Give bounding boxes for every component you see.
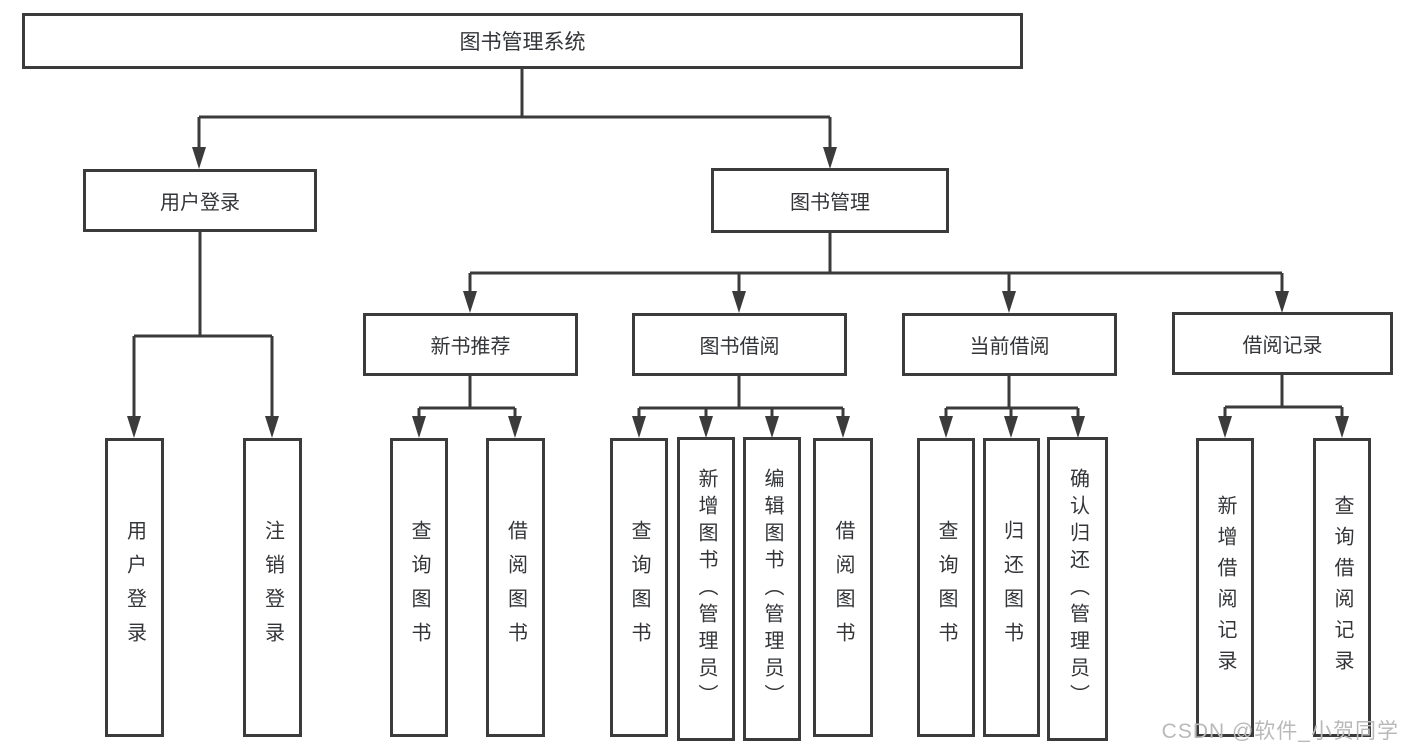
connector-line — [417, 376, 517, 418]
arrowhead-icon — [1218, 416, 1349, 438]
leaf-label: 查询图书 — [408, 519, 430, 656]
arrowhead-icon — [127, 416, 279, 438]
leaf-confirm-return-admin: 确认归还（管理员） — [1047, 437, 1108, 741]
node-new-book-recommend: 新书推荐 — [363, 313, 578, 376]
arrowhead-icon — [192, 147, 837, 169]
leaf-add-borrow-record: 新增借阅记录 — [1196, 438, 1254, 737]
connector-line — [1223, 375, 1344, 418]
leaf-label: 新增借阅记录 — [1214, 494, 1236, 681]
edge-group-user-login — [127, 232, 279, 438]
leaf-label: 查询借阅记录 — [1331, 494, 1353, 681]
node-book-management: 图书管理 — [711, 168, 949, 233]
connector-line — [944, 376, 1080, 418]
leaf-label: 借阅图书 — [504, 519, 527, 656]
node-user-login: 用户登录 — [83, 169, 317, 232]
node-library-system: 图书管理系统 — [22, 13, 1023, 69]
leaf-add-book-admin: 新增图书（管理员） — [677, 437, 735, 741]
leaf-label: 编辑图书（管理员） — [761, 467, 783, 711]
connector-line — [468, 233, 1284, 292]
leaf-query-borrow-record: 查询借阅记录 — [1313, 438, 1371, 737]
arrowhead-icon — [463, 291, 1289, 313]
node-borrow-records: 借阅记录 — [1172, 312, 1393, 375]
leaf-label: 查询图书 — [628, 519, 650, 656]
watermark-text: CSDN @软件_小贺同学 — [1161, 720, 1399, 743]
edge-group-current-borrow — [939, 376, 1085, 438]
leaf-label: 注销登录 — [261, 519, 284, 656]
connector-line — [637, 376, 845, 418]
leaf-label: 新增图书（管理员） — [695, 467, 717, 711]
leaf-logout: 注销登录 — [243, 438, 302, 737]
node-book-borrow: 图书借阅 — [632, 313, 847, 376]
leaf-borrow-books-recommend: 借阅图书 — [486, 438, 545, 737]
edge-group-book-management — [463, 233, 1289, 313]
leaf-label: 用户登录 — [123, 519, 146, 656]
leaf-query-books-current: 查询图书 — [917, 438, 975, 737]
edge-group-borrow-records — [1218, 375, 1349, 438]
leaf-user-login: 用户登录 — [105, 438, 164, 737]
connector-line — [197, 69, 832, 150]
leaf-label: 归还图书 — [1000, 519, 1023, 656]
leaf-label: 借阅图书 — [832, 519, 854, 656]
leaf-query-books-borrow: 查询图书 — [610, 438, 668, 737]
connector-line — [132, 232, 274, 418]
leaf-borrow-books: 借阅图书 — [813, 438, 873, 737]
leaf-query-books-recommend: 查询图书 — [390, 438, 448, 737]
arrowhead-icon — [412, 416, 522, 438]
leaf-label: 确认归还（管理员） — [1066, 467, 1089, 711]
edge-group-book-borrow — [632, 376, 850, 438]
edge-group-new-book-recommend — [412, 376, 522, 438]
leaf-edit-book-admin: 编辑图书（管理员） — [743, 437, 801, 741]
leaf-label: 查询图书 — [935, 519, 957, 656]
arrowhead-icon — [939, 416, 1085, 438]
edge-group-root — [192, 69, 837, 169]
node-current-borrow: 当前借阅 — [902, 313, 1117, 376]
arrowhead-icon — [632, 416, 850, 438]
leaf-return-book: 归还图书 — [983, 438, 1040, 737]
